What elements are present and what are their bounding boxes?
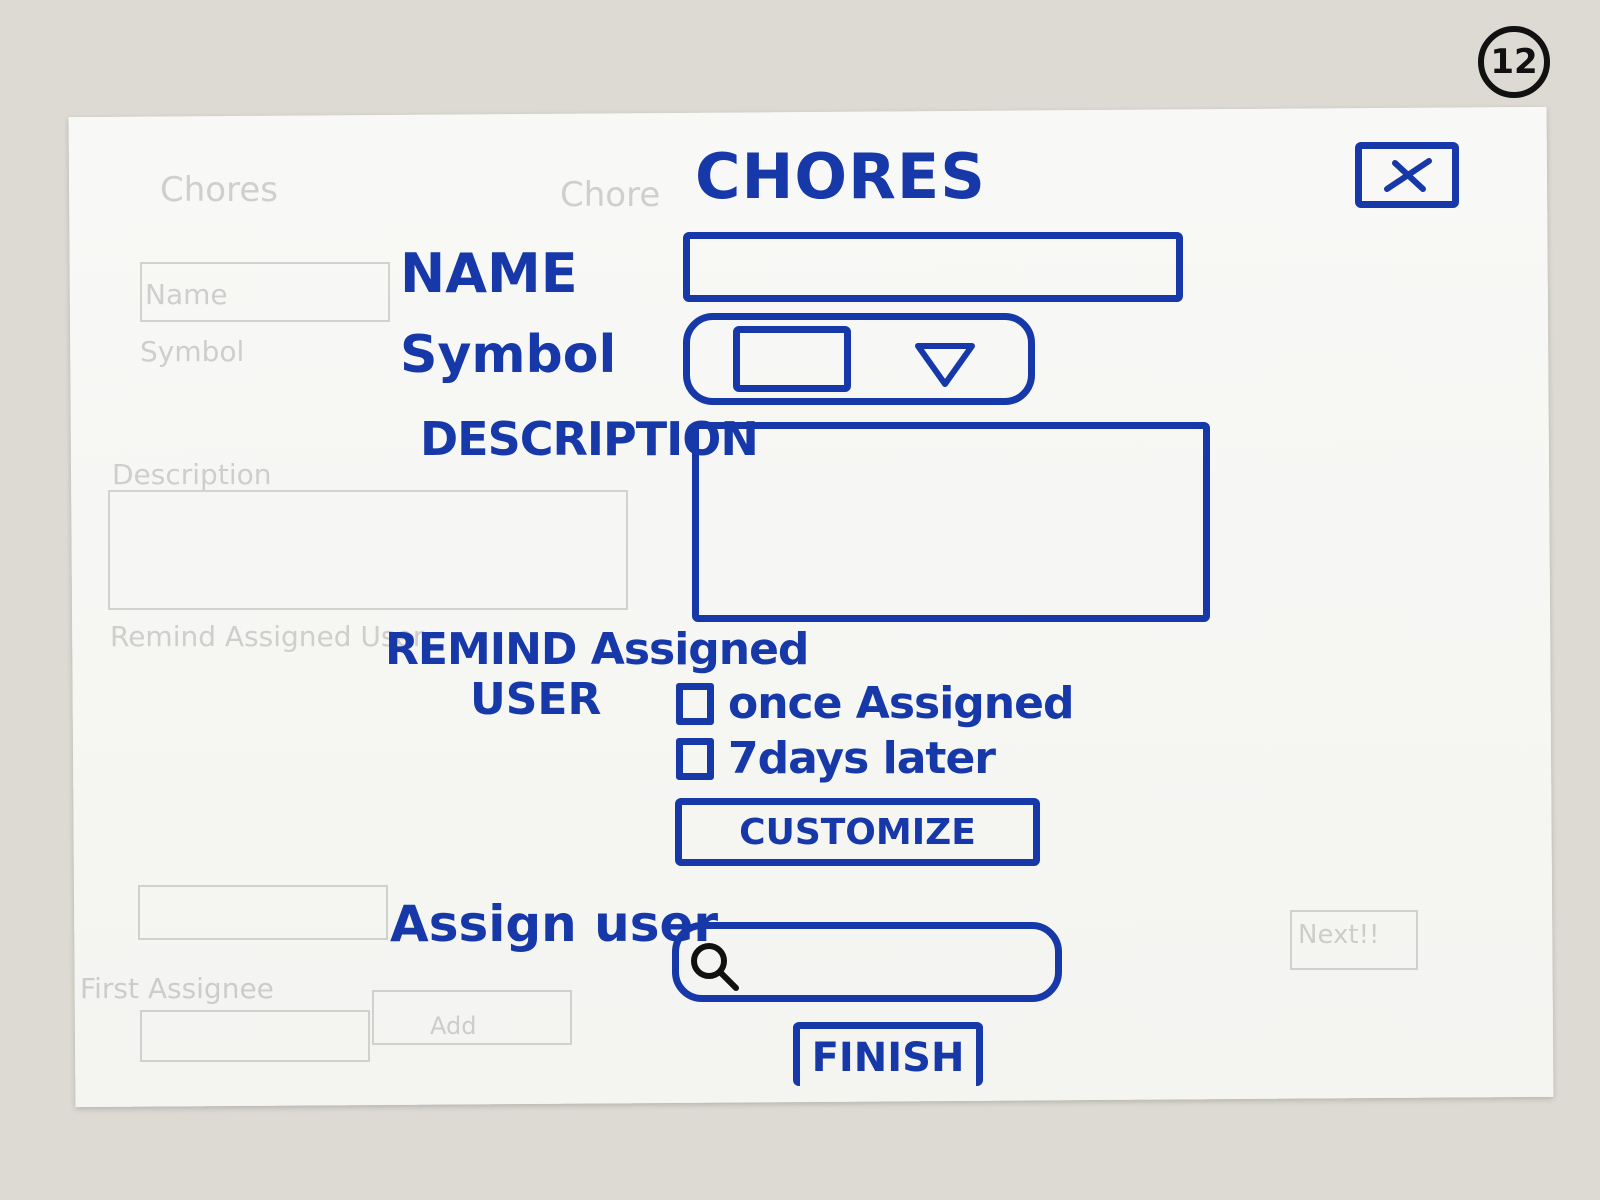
ghost-text: Add [430, 1012, 477, 1040]
ghost-text: Symbol [140, 335, 245, 368]
ghost-input-outline [140, 262, 390, 322]
description-label: DESCRIPTION [420, 412, 759, 466]
checkbox[interactable] [676, 682, 714, 725]
ghost-text: Chore [560, 175, 661, 215]
assign-user-label: Assign user [390, 895, 719, 953]
ghost-text: Remind Assigned User [110, 620, 425, 653]
close-button[interactable] [1355, 142, 1459, 208]
reminder-option-7-days-later[interactable]: 7days later [676, 733, 996, 784]
ghost-button-outline [1290, 910, 1418, 970]
ghost-textarea-outline [108, 490, 628, 610]
customize-button[interactable]: CUSTOMIZE [675, 798, 1040, 866]
symbol-preview [733, 326, 851, 392]
finish-button[interactable]: FINISH [793, 1022, 983, 1086]
remind-label: REMIND Assigned [385, 624, 809, 675]
ghost-text: Description [112, 458, 272, 491]
name-input[interactable] [683, 232, 1183, 302]
assign-user-search-input[interactable] [672, 922, 1062, 1002]
ghost-text: Next!! [1298, 920, 1380, 950]
finish-button-label: FINISH [811, 1034, 965, 1081]
description-textarea[interactable] [692, 422, 1210, 622]
checkbox[interactable] [676, 737, 714, 780]
dropdown-caret-icon[interactable] [912, 338, 978, 392]
checkbox-label: 7days later [728, 733, 996, 784]
close-icon [1384, 158, 1432, 192]
dialog-title: CHORES [695, 140, 986, 213]
page-number: 12 [1490, 42, 1538, 82]
customize-button-label: CUSTOMIZE [739, 811, 976, 853]
ghost-button-outline [372, 990, 572, 1045]
checkbox-label: once Assigned [728, 678, 1074, 729]
page-number-badge: 12 [1478, 26, 1550, 98]
name-label: NAME [400, 242, 578, 305]
reminder-option-once-assigned[interactable]: once Assigned [676, 678, 1074, 729]
search-icon [691, 943, 739, 991]
symbol-label: Symbol [400, 325, 617, 385]
remind-label-user: USER [470, 674, 602, 725]
ghost-text: First Assignee [80, 972, 274, 1005]
ghost-search-outline [140, 1010, 370, 1062]
symbol-dropdown[interactable] [683, 313, 1035, 405]
ghost-text: Name [145, 278, 228, 311]
ghost-search-outline [138, 885, 388, 940]
ghost-text: Chores [160, 170, 278, 210]
